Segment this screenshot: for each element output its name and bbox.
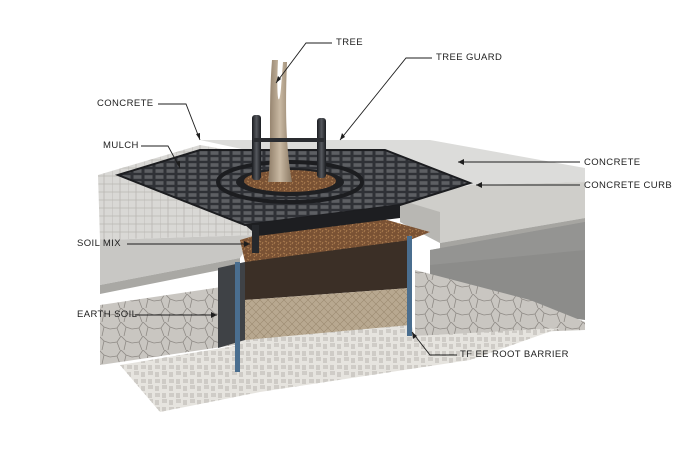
tree-guard-post-right <box>317 118 326 178</box>
root-barrier-right <box>407 236 412 336</box>
stone-wall-left <box>100 285 235 365</box>
grate-ring <box>216 160 364 204</box>
stone-wall-right <box>415 270 585 336</box>
concrete-curb <box>400 182 585 243</box>
tree-trunk <box>268 60 292 182</box>
label-tree-guard: TREE GUARD <box>436 52 503 63</box>
label-concrete-right: CONCRETE <box>584 157 641 168</box>
root-barrier-left <box>235 262 240 372</box>
leader-arrowheads <box>176 76 482 339</box>
label-root-barrier: TF EE ROOT BARRIER <box>460 349 569 360</box>
label-earth-soil: EARTH SOIL <box>77 309 138 320</box>
label-mulch: MULCH <box>103 140 139 151</box>
earth-soil-layer <box>245 288 410 340</box>
label-concrete-curb: CONCRETE CURB <box>584 180 673 191</box>
label-tree: TREE <box>336 37 363 48</box>
tree-guard-post-left <box>252 115 261 180</box>
concrete-slab-left <box>100 235 255 285</box>
soil-mix-layer <box>245 232 410 300</box>
leader-lines <box>127 42 580 356</box>
label-concrete-top: CONCRETE <box>97 98 154 109</box>
label-soil-mix: SOIL MIX <box>77 238 122 249</box>
base-pavers <box>120 320 560 412</box>
